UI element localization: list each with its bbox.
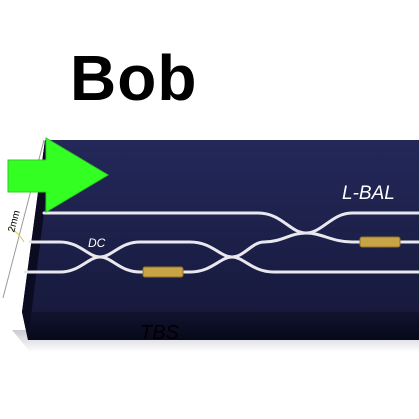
dimension-tick [9,227,25,243]
label-l-bal: L-BAL [342,183,395,204]
label-tbs: TBS [140,322,180,344]
title: Bob [70,42,198,114]
input-arrow-icon [7,137,109,213]
heater-left [142,266,184,278]
label-dc: DC [88,236,106,250]
chip-front-face [22,312,419,340]
heater-right [359,236,401,248]
chip-top-surface [22,140,419,312]
